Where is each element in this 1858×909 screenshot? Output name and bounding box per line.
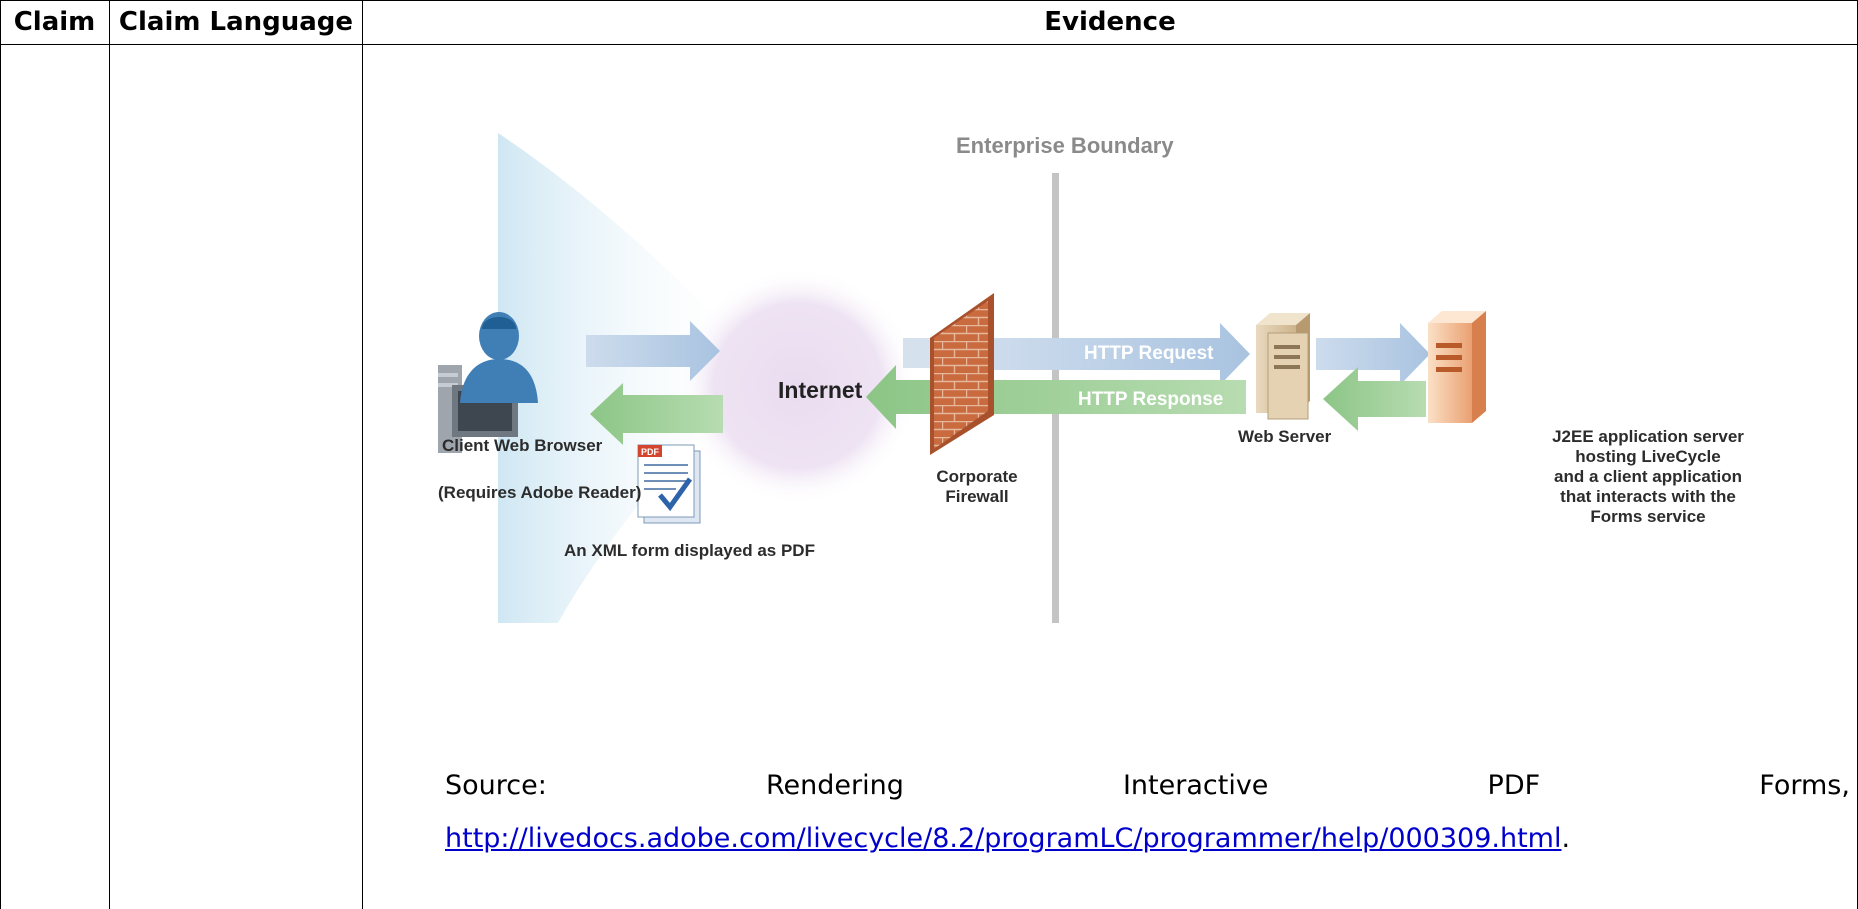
source-word-4: PDF bbox=[1487, 770, 1541, 801]
source-word-2: Rendering bbox=[765, 770, 904, 801]
diagram-graphics: PDF bbox=[438, 133, 1486, 623]
web-server-icon bbox=[1256, 313, 1310, 420]
app-server-label-line-2: hosting LiveCycle bbox=[1575, 447, 1721, 466]
claim-language-column-border bbox=[362, 0, 363, 909]
app-server-label-line-3: and a client application bbox=[1554, 467, 1742, 486]
request-arrow-appserver bbox=[1316, 323, 1430, 385]
request-arrow-client bbox=[586, 321, 720, 381]
source-link[interactable]: http://livedocs.adobe.com/livecycle/8.2/… bbox=[445, 823, 1562, 854]
source-word-5: Forms, bbox=[1759, 770, 1850, 801]
source-url-period: . bbox=[1561, 823, 1571, 854]
client-note: (Requires Adobe Reader) bbox=[438, 483, 642, 502]
firewall-label-line-2: Firewall bbox=[945, 487, 1009, 506]
pdf-caption: An XML form displayed as PDF bbox=[564, 541, 815, 560]
firewall-icon bbox=[930, 293, 994, 455]
http-request-label: HTTP Request bbox=[1084, 343, 1214, 364]
header-claim-language: Claim Language bbox=[118, 7, 354, 37]
internet-label: Internet bbox=[778, 377, 863, 403]
source-word-3: Interactive bbox=[1122, 770, 1269, 801]
header-row-border bbox=[0, 44, 1858, 45]
app-server-label-line-4: that interacts with the bbox=[1560, 487, 1736, 506]
client-label: Client Web Browser bbox=[442, 436, 603, 455]
app-server-label: J2EE application server hosting LiveCycl… bbox=[1528, 427, 1768, 527]
source-url-line: http://livedocs.adobe.com/livecycle/8.2/… bbox=[445, 823, 1570, 854]
internet-cloud bbox=[678, 268, 918, 504]
firewall-label: Corporate Firewall bbox=[932, 467, 1022, 507]
table-left-border bbox=[0, 0, 1, 909]
app-server-icon bbox=[1428, 311, 1486, 423]
claim-column-border bbox=[109, 0, 110, 909]
app-server-label-line-5: Forms service bbox=[1590, 507, 1706, 526]
pdf-badge: PDF bbox=[641, 447, 660, 457]
source-word-1: Source: bbox=[445, 770, 547, 801]
architecture-diagram: PDF Enterprise Boundary Inter bbox=[438, 133, 1854, 623]
table-top-border bbox=[0, 0, 1858, 1]
app-server-label-line-1: J2EE application server bbox=[1552, 427, 1744, 446]
user-icon bbox=[460, 312, 538, 403]
http-request-arrow bbox=[994, 323, 1250, 385]
header-evidence: Evidence bbox=[1044, 7, 1176, 37]
client-glow bbox=[498, 133, 758, 623]
enterprise-boundary-label: Enterprise Boundary bbox=[956, 133, 1174, 158]
response-arrow-appserver bbox=[1323, 367, 1426, 431]
pdf-document-icon: PDF bbox=[637, 444, 701, 524]
header-claim: Claim bbox=[13, 7, 96, 37]
http-response-label: HTTP Response bbox=[1078, 389, 1224, 410]
web-server-label: Web Server bbox=[1238, 427, 1332, 446]
firewall-label-line-1: Corporate bbox=[936, 467, 1018, 486]
response-arrow-client bbox=[590, 383, 723, 445]
source-citation: Source: Rendering Interactive PDF Forms, bbox=[445, 770, 1850, 801]
